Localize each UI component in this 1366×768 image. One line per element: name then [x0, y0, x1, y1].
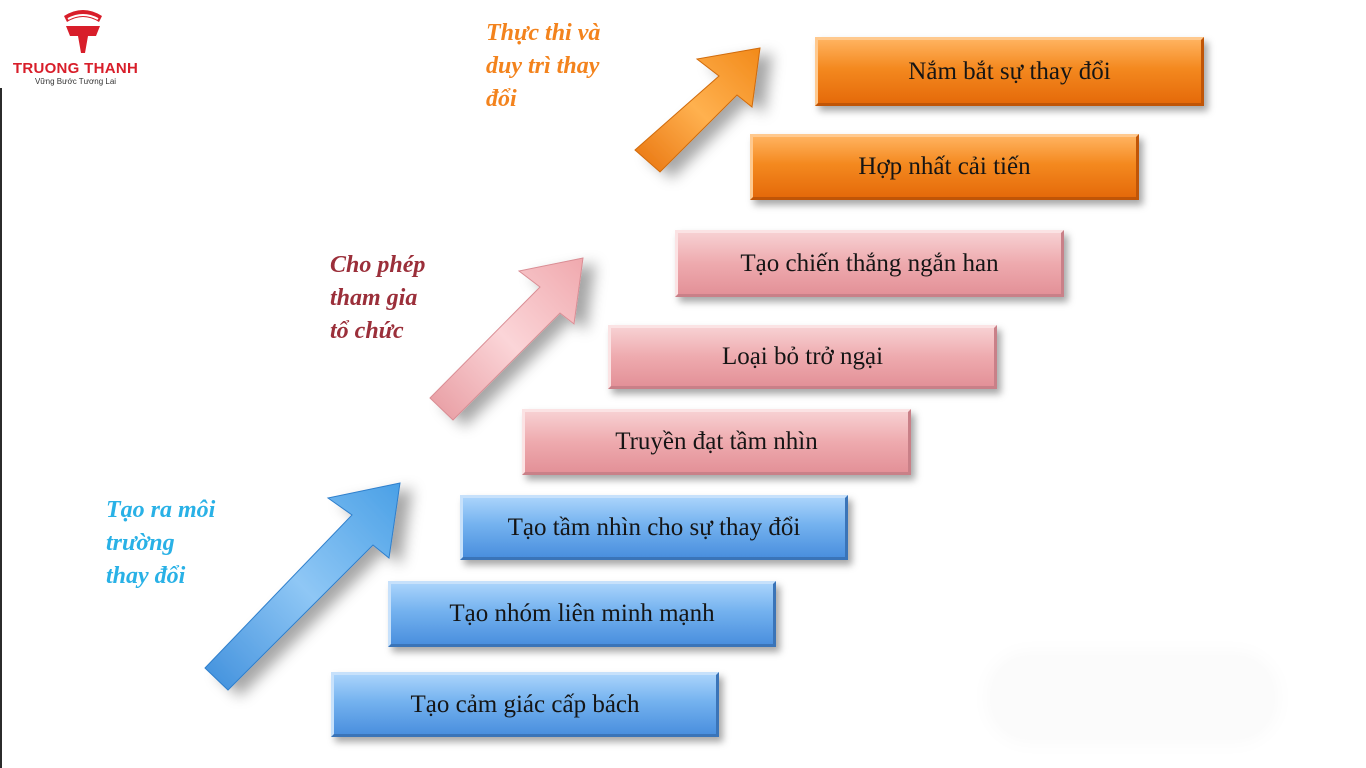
left-edge-rule: [0, 88, 2, 768]
step-4: Truyền đạt tầm nhìn: [522, 409, 911, 475]
step-label: Tạo chiến thắng ngắn han: [740, 249, 999, 277]
phase-line: duy trì thay: [486, 53, 600, 79]
step-label: Loại bỏ trở ngại: [721, 343, 884, 370]
step-label: Truyền đạt tầm nhìn: [615, 428, 818, 455]
step-3: Tạo tầm nhìn cho sự thay đổi: [460, 495, 848, 560]
phase-line: tổ chức: [330, 318, 404, 344]
phase-line: thay đổi: [106, 563, 186, 589]
step-label: Tạo nhóm liên minh mạnh: [449, 600, 715, 627]
logo-tagline: Vững Bước Tương Lai: [34, 77, 117, 86]
phase-label-engage-organization: Cho phép tham gia tổ chức: [330, 249, 425, 348]
phase-line: tham gia: [330, 285, 418, 311]
pink-arrow-icon: [429, 257, 584, 421]
faded-watermark-area: [990, 655, 1275, 740]
phase-line: trường: [106, 530, 175, 556]
step-label: Tạo tầm nhìn cho sự thay đổi: [507, 513, 801, 541]
phase-label-create-climate: Tạo ra môi trường thay đổi: [106, 494, 215, 593]
phase-line: Cho phép: [330, 252, 426, 278]
phase-line: đổi: [486, 86, 517, 112]
phase-line: Tạo ra môi: [106, 497, 216, 523]
step-label: Tạo cảm giác cấp bách: [410, 690, 640, 718]
step-5: Loại bỏ trở ngại: [608, 325, 997, 389]
logo-shield-icon: [64, 10, 102, 53]
step-1: Tạo cảm giác cấp bách: [331, 672, 719, 737]
orange-arrow-icon: [634, 47, 761, 173]
phase-line: Thực thi và: [486, 20, 601, 46]
step-label: Nắm bắt sự thay đổi: [908, 57, 1111, 85]
truong-thanh-logo: TRUONG THANH Vững Bước Tương Lai: [8, 6, 143, 88]
step-label: Hợp nhất cải tiến: [858, 153, 1031, 180]
phase-label-implement-sustain: Thực thi và duy trì thay đổi: [486, 17, 600, 116]
step-2: Tạo nhóm liên minh mạnh: [388, 581, 776, 647]
blue-arrow-icon: [204, 482, 401, 691]
logo-name: TRUONG THANH: [12, 60, 139, 77]
step-7: Hợp nhất cải tiến: [750, 134, 1139, 200]
step-6: Tạo chiến thắng ngắn han: [675, 230, 1064, 297]
step-8: Nắm bắt sự thay đổi: [815, 37, 1204, 106]
